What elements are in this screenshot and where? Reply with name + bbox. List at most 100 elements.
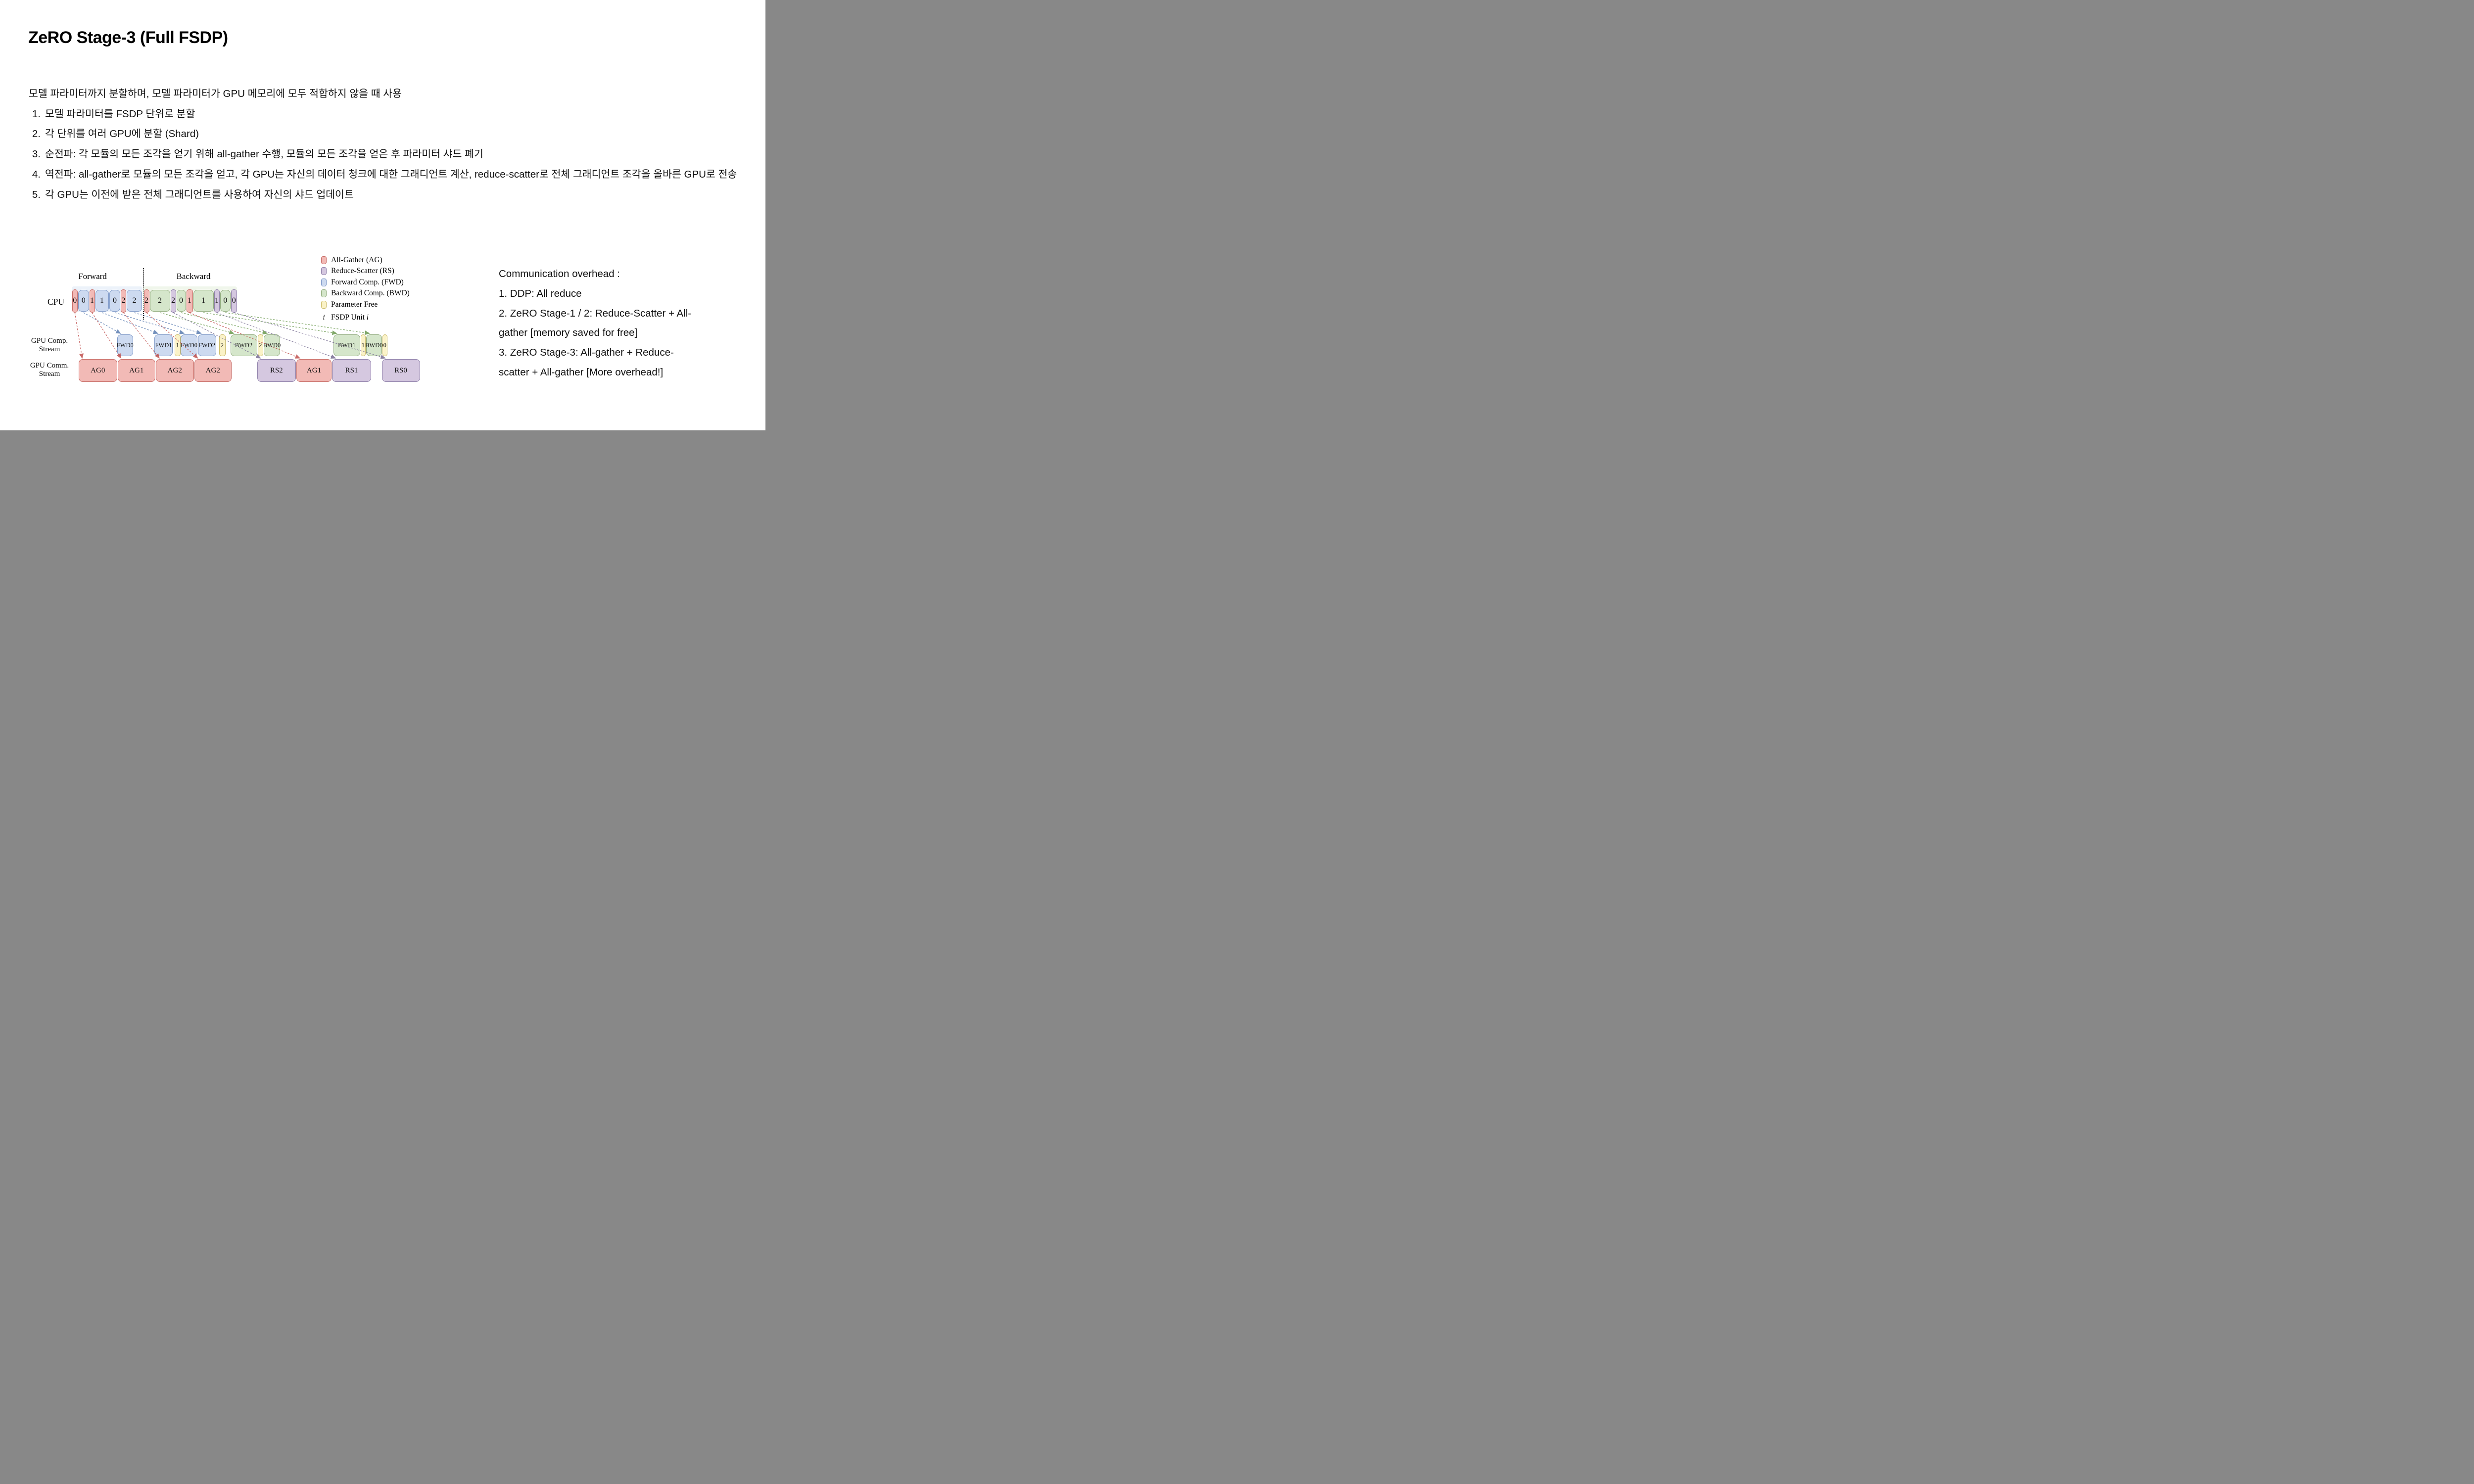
- cpu-box-bwd-0: 0: [220, 290, 231, 312]
- communication-overhead-block: Communication overhead :1. DDP: All redu…: [499, 264, 691, 382]
- overhead-line: scatter + All-gather [More overhead!]: [499, 366, 664, 378]
- comm-box-rs-rs2: RS2: [257, 359, 296, 382]
- box-label: 1: [361, 341, 365, 349]
- list-item: 4.역전파: all-gather로 모듈의 모든 조각을 얻고, 각 GPU는…: [29, 165, 741, 185]
- box-label: AG2: [167, 366, 182, 374]
- box-label: RS2: [270, 366, 283, 374]
- legend-row-rs: Reduce-Scatter (RS): [321, 267, 394, 276]
- list-item-number: 5.: [32, 188, 41, 200]
- list-item-number: 4.: [32, 168, 41, 180]
- comp-box-bwd-bwd1: BWD1: [333, 334, 360, 356]
- legend-swatch-bwd-icon: [321, 289, 327, 297]
- list-item: 1.모델 파라미터를 FSDP 단위로 분할: [29, 104, 741, 125]
- box-label: 0: [383, 341, 386, 349]
- legend-label: Parameter Free: [331, 300, 378, 309]
- box-label: 1: [90, 296, 94, 305]
- comp-box-free-0: 0: [382, 334, 387, 356]
- dispatch-arrow-ag: [74, 312, 84, 359]
- gpu-comp-row-label: GPU Comp. Stream: [26, 337, 73, 354]
- comm-box-ag-ag1: AG1: [296, 359, 332, 382]
- box-label: 2: [121, 296, 126, 305]
- comp-box-fwd-fwd0: FWD0: [117, 334, 134, 356]
- cpu-box-bwd-2: 2: [149, 290, 170, 312]
- comp-box-bwd-bwd2: BWD2: [230, 334, 257, 356]
- legend-label: Forward Comp. (FWD): [331, 278, 404, 286]
- cpu-box-rs-2: 2: [170, 289, 176, 313]
- dispatch-arrow-fwd: [101, 312, 159, 334]
- legend-label: FSDP Unit i: [331, 313, 369, 322]
- cpu-box-rs-1: 1: [214, 289, 220, 313]
- gpu-comp-label-line1: GPU Comp.: [31, 337, 68, 345]
- legend-row-ag: All-Gather (AG): [321, 256, 382, 265]
- box-label: RS0: [394, 366, 407, 374]
- box-label: 2: [220, 341, 224, 349]
- legend-row-bwd: Backward Comp. (BWD): [321, 289, 410, 298]
- legend-label-italic: i: [366, 313, 369, 322]
- comp-box-fwd-fwd1: FWD1: [154, 334, 173, 356]
- box-label: RS1: [345, 366, 358, 374]
- box-label: FWD0: [180, 341, 198, 349]
- dispatch-arrows: [74, 312, 386, 359]
- box-label: 1: [100, 296, 104, 305]
- overhead-line: 1. DDP: All reduce: [499, 287, 582, 299]
- box-label: BWD0: [263, 341, 281, 349]
- comp-box-bwd-bwd0: BWD0: [365, 334, 383, 356]
- list-item-number: 3.: [32, 148, 41, 160]
- box-label: 0: [81, 296, 86, 305]
- legend-swatch-ag-icon: [321, 256, 327, 264]
- comp-box-fwd-fwd0: FWD0: [181, 334, 197, 356]
- box-label: 0: [73, 296, 77, 305]
- legend-swatch-rs-icon: [321, 267, 327, 275]
- comm-box-ag-ag1: AG1: [117, 359, 155, 382]
- box-label: AG2: [205, 366, 220, 374]
- backward-phase-label: Backward: [176, 272, 211, 281]
- legend-row-free: Parameter Free: [321, 300, 378, 309]
- box-label: 0: [113, 296, 117, 305]
- gpu-comm-row-label: GPU Comm. Stream: [26, 362, 73, 378]
- cpu-box-ag-0: 0: [72, 289, 78, 313]
- cpu-box-fwd-1: 1: [95, 290, 109, 312]
- box-label: 2: [171, 296, 175, 305]
- intro-line: 모델 파라미터까지 분할하며, 모델 파라미터가 GPU 메모리에 모두 적합하…: [29, 88, 402, 99]
- cpu-box-bwd-1: 1: [193, 290, 214, 312]
- box-label: 1: [188, 296, 191, 305]
- box-label: FWD2: [198, 341, 216, 349]
- cpu-box-fwd-0: 0: [109, 290, 120, 312]
- list-item-text: 모델 파라미터를 FSDP 단위로 분할: [45, 108, 195, 120]
- legend-label: Reduce-Scatter (RS): [331, 267, 394, 275]
- box-label: AG1: [306, 366, 322, 374]
- box-label: AG0: [91, 366, 105, 374]
- comm-box-rs-rs1: RS1: [332, 359, 371, 382]
- legend-label: Backward Comp. (BWD): [331, 289, 410, 297]
- legend-row-fwd: Forward Comp. (FWD): [321, 278, 404, 287]
- gpu-comm-label-line2: Stream: [39, 370, 60, 378]
- legend-label: All-Gather (AG): [331, 256, 382, 264]
- comp-box-bwd-bwd0: BWD0: [263, 334, 281, 356]
- dispatch-arrow-bwd: [181, 312, 268, 335]
- slide: ZeRO Stage-3 (Full FSDP) 모델 파라미터까지 분할하며,…: [0, 0, 765, 430]
- legend-swatch-free-icon: [321, 301, 327, 309]
- cpu-box-ag-2: 2: [143, 289, 149, 313]
- box-label: 0: [232, 296, 236, 305]
- overhead-line: 2. ZeRO Stage-1 / 2: Reduce-Scatter + Al…: [499, 307, 692, 319]
- box-label: 0: [179, 296, 183, 305]
- list-item: 2.각 단위를 여러 GPU에 분할 (Shard): [29, 124, 741, 144]
- dispatch-arrow-fwd: [114, 312, 185, 334]
- legend-swatch-fwd-icon: [321, 278, 327, 286]
- gpu-comm-label-line1: GPU Comm.: [30, 362, 69, 370]
- cpu-box-fwd-2: 2: [127, 290, 142, 312]
- comp-box-free-1: 1: [175, 334, 181, 356]
- comp-box-free-2: 2: [257, 334, 263, 356]
- comp-box-free-2: 2: [219, 334, 226, 356]
- box-label: 2: [144, 296, 148, 305]
- fsdp-schedule-diagram: Forward Backward CPU GPU Comp. Stream GP…: [0, 247, 495, 406]
- box-label: FWD1: [155, 341, 172, 349]
- dispatch-arrow-fwd: [83, 312, 121, 334]
- cpu-box-ag-2: 2: [121, 289, 126, 313]
- page-title: ZeRO Stage-3 (Full FSDP): [28, 28, 228, 47]
- box-label: BWD0: [365, 341, 383, 349]
- list-item-text: 각 단위를 여러 GPU에 분할 (Shard): [45, 128, 199, 140]
- box-label: 0: [223, 296, 228, 305]
